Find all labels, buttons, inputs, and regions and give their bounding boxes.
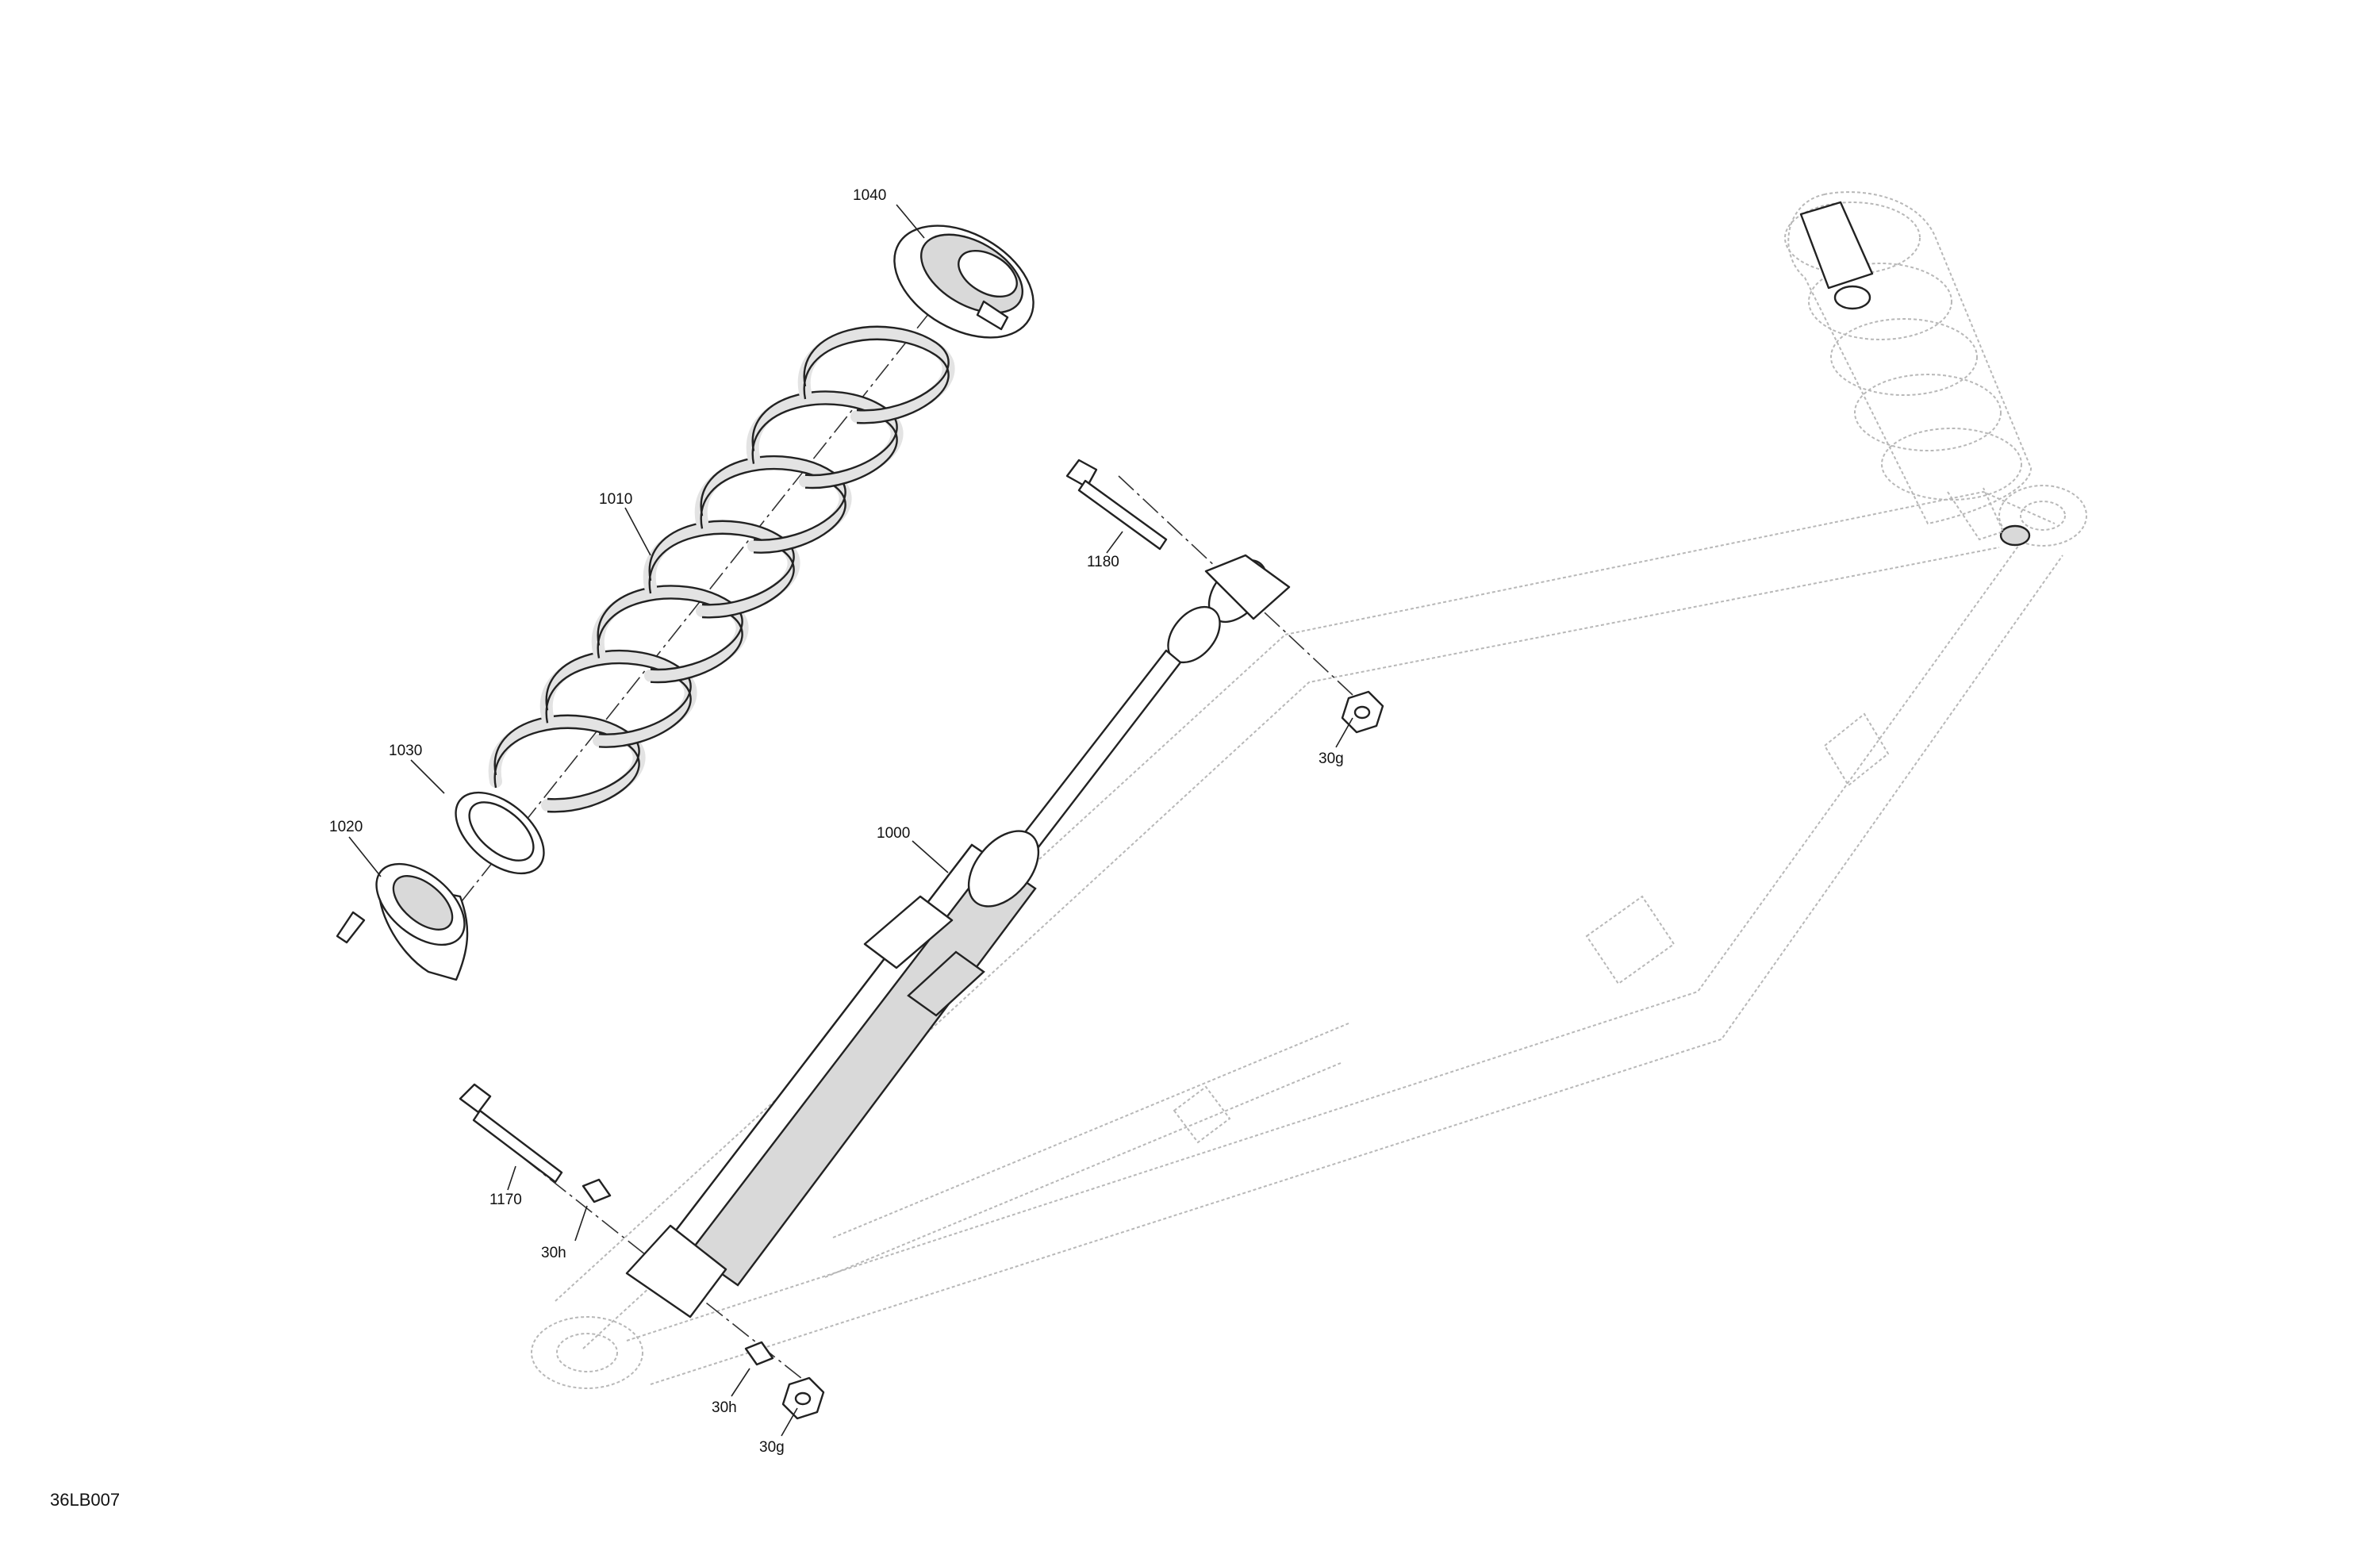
suspension-arm-ghost xyxy=(531,485,2087,1389)
assembled-shock-ghost xyxy=(1784,191,2033,547)
part-1000-shock-absorber[interactable] xyxy=(625,550,1291,1318)
spring-coil-turn-edge xyxy=(493,714,640,800)
part-30h-spacer-lower[interactable] xyxy=(744,1341,774,1366)
part-1170-lower-bolt[interactable] xyxy=(459,1083,563,1184)
spring-coil-turn-edge xyxy=(597,585,743,671)
spring-coil-turn-edge xyxy=(545,649,692,735)
part-1020-adjuster-collar[interactable] xyxy=(336,848,479,981)
callout-1020[interactable]: 1020 xyxy=(329,819,363,835)
callout-30h-bottom[interactable]: 30h xyxy=(712,1399,737,1416)
figure-id: 36LB007 xyxy=(50,1490,120,1510)
spring-coil-turn-shade xyxy=(797,326,955,424)
spring-coil-turn-edge xyxy=(648,520,795,606)
part-1030-ring[interactable] xyxy=(441,777,559,889)
part-30g-lower-nut[interactable] xyxy=(781,1376,825,1420)
callout-1010[interactable]: 1010 xyxy=(599,491,632,508)
spring-coil-turn-edge xyxy=(803,325,950,412)
spring-coil-turn-edge xyxy=(700,455,846,541)
callout-1180[interactable]: 1180 xyxy=(1087,554,1119,570)
spring-coil-turn-edge xyxy=(751,390,898,477)
callout-30h-left[interactable]: 30h xyxy=(541,1245,566,1261)
part-30h-spacer-upper[interactable] xyxy=(582,1178,612,1203)
part-1010-coil-spring[interactable] xyxy=(488,325,955,813)
callout-1000[interactable]: 1000 xyxy=(877,825,910,842)
part-1040-spring-retainer[interactable] xyxy=(875,203,1054,361)
spring-axis-centerline xyxy=(440,309,933,929)
callout-labels: 1040 1010 1030 1020 1000 1180 30g 1170 3… xyxy=(329,187,1344,1456)
part-1180-upper-bolt[interactable] xyxy=(1065,459,1168,551)
part-30g-upper-nut[interactable] xyxy=(1341,690,1384,734)
callout-1030[interactable]: 1030 xyxy=(389,743,422,759)
spring-coil-turn-edge xyxy=(803,338,950,424)
callout-1170[interactable]: 1170 xyxy=(489,1192,522,1208)
leader-lines xyxy=(348,204,1353,1437)
callout-30g-upper[interactable]: 30g xyxy=(1319,750,1344,767)
callout-30g-bottom[interactable]: 30g xyxy=(759,1439,785,1456)
callout-1040[interactable]: 1040 xyxy=(853,187,886,204)
